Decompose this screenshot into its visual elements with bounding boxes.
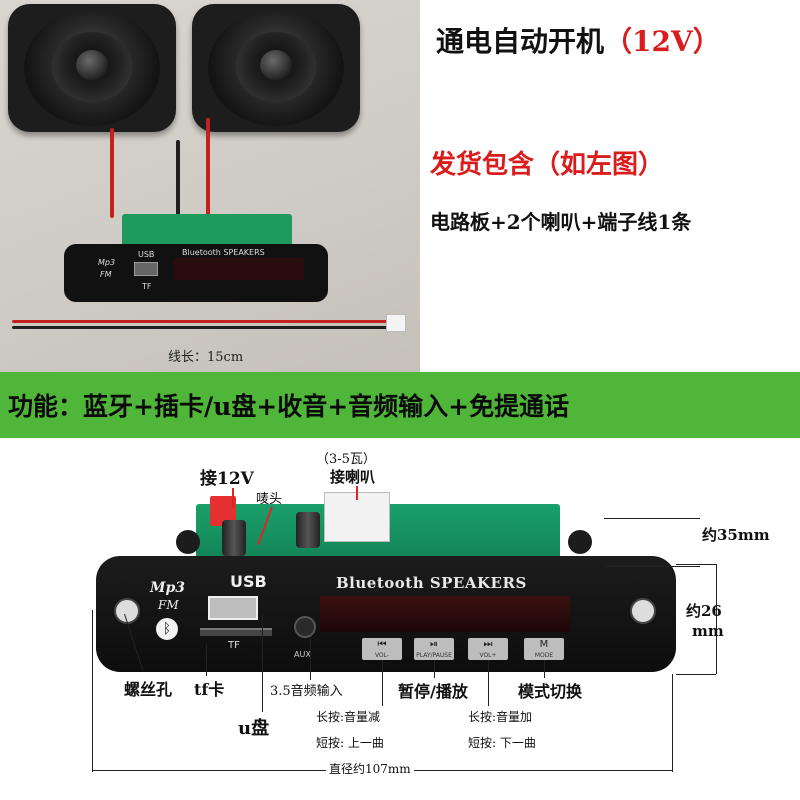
speaker-wire-red <box>110 128 114 218</box>
panel-usb-text: USB <box>138 250 155 259</box>
aux-jack[interactable] <box>294 616 316 638</box>
title-main: 通电自动开机 <box>436 25 605 58</box>
display-photo <box>174 258 304 280</box>
dim-26-bottom <box>676 674 716 675</box>
speaker-wire-red-2 <box>206 118 210 216</box>
speaker-connect-label: 接喇叭 <box>330 468 376 486</box>
height-label: 约35mm <box>702 526 770 544</box>
shipping-title: 发货包含（如左图） <box>430 150 665 180</box>
wire-length-caption: 线长：15cm <box>168 350 244 365</box>
usb-port[interactable] <box>208 596 258 620</box>
usb-pointer <box>262 614 263 712</box>
next-short-press: 短按: 下一曲 <box>468 736 536 750</box>
prev-pointer <box>382 660 383 706</box>
capacitor-2 <box>296 512 320 548</box>
dim-width-left <box>92 610 93 772</box>
width-label: 直径约107mm <box>326 760 414 777</box>
aux-input-label: 3.5音频输入 <box>270 684 343 699</box>
terminal-connector <box>386 314 406 332</box>
panel-brand: Bluetooth SPEAKERS <box>336 574 527 592</box>
screw-hole-label: 螺丝孔 <box>124 680 173 699</box>
tf-text: TF <box>228 640 240 651</box>
title-voltage: （12V） <box>604 25 721 58</box>
led-display <box>320 596 570 632</box>
panel-tf-text: TF <box>142 282 152 291</box>
next-vol-up-button[interactable]: ⏭ VOL+ <box>468 638 508 660</box>
panel-height-unit: mm <box>692 622 724 640</box>
prev-vol-down-button[interactable]: ⏮ VOL- <box>362 638 402 660</box>
feature-banner: 功能：蓝牙+插卡/u盘+收音+音频输入+免提通话 <box>0 372 800 438</box>
front-panel-photo: Mp3 FM USB TF Bluetooth SPEAKERS <box>64 244 328 302</box>
terminal-cable-red <box>12 320 392 323</box>
bluetooth-icon: ᛒ <box>156 618 178 640</box>
mode-label: 模式切换 <box>518 682 583 701</box>
aux-pointer <box>310 638 311 680</box>
shipping-contents: 电路板+2个喇叭+端子线1条 <box>430 210 692 234</box>
title: 通电自动开机（12V） <box>436 20 721 60</box>
mp3-logo: Mp3 <box>150 580 186 596</box>
capacitor <box>222 520 246 556</box>
next-long-press: 长按:音量加 <box>468 710 533 724</box>
panel-mp3-text: Mp3 <box>98 258 116 267</box>
play-pointer <box>434 660 435 678</box>
speaker-left <box>8 4 176 132</box>
mode-button[interactable]: M MODE <box>524 638 564 660</box>
play-pause-label: 暂停/播放 <box>398 682 468 701</box>
play-pause-button[interactable]: ⏯ PLAY/PAUSE <box>414 638 454 660</box>
speaker-power-label: （3-5瓦） <box>316 452 376 467</box>
panel-fm-text: FM <box>100 270 112 279</box>
dimension-diagram: 接12V 唛头 （3-5瓦） 接喇叭 Mp3 FM ᛒ USB TF AUX B… <box>0 438 800 800</box>
usb-port-photo <box>134 262 158 276</box>
tf-card-label: tf卡 <box>194 680 225 699</box>
usb-disk-label: u盘 <box>238 718 270 739</box>
power-label: 接12V <box>200 469 254 489</box>
mount-knob-right <box>568 530 592 554</box>
prev-long-press: 长按:音量减 <box>316 710 381 724</box>
terminal-cable-black <box>12 326 392 329</box>
mic-label: 唛头 <box>256 492 283 507</box>
speaker-right <box>192 4 360 132</box>
usb-text: USB <box>230 572 267 591</box>
feature-text: 功能：蓝牙+插卡/u盘+收音+音频输入+免提通话 <box>8 392 570 421</box>
product-photo: Mp3 FM USB TF Bluetooth SPEAKERS 线长：15cm <box>0 0 420 372</box>
front-panel: Mp3 FM ᛒ USB TF AUX Bluetooth SPEAKERS ⏮… <box>96 556 676 672</box>
mode-pointer <box>544 660 545 678</box>
speaker-arrow <box>356 486 358 500</box>
dim-26-vertical <box>716 564 717 674</box>
fm-logo: FM <box>158 598 179 612</box>
prev-short-press: 短按: 上一曲 <box>316 736 384 750</box>
dim-26-top <box>676 564 716 565</box>
speaker-wire-black <box>176 140 180 218</box>
mount-knob-left <box>176 530 200 554</box>
aux-text: AUX <box>294 650 311 659</box>
dim-35-top <box>604 518 700 519</box>
tf-pointer <box>206 644 207 676</box>
panel-height-value: 约26 <box>686 602 722 620</box>
dim-width-right <box>672 674 673 772</box>
dim-35-bottom <box>604 566 700 567</box>
next-pointer <box>488 660 489 706</box>
power-arrow <box>232 488 234 508</box>
panel-brand-text: Bluetooth SPEAKERS <box>182 248 265 257</box>
screw-hole-right <box>630 598 656 624</box>
tf-card-slot[interactable] <box>200 628 272 636</box>
